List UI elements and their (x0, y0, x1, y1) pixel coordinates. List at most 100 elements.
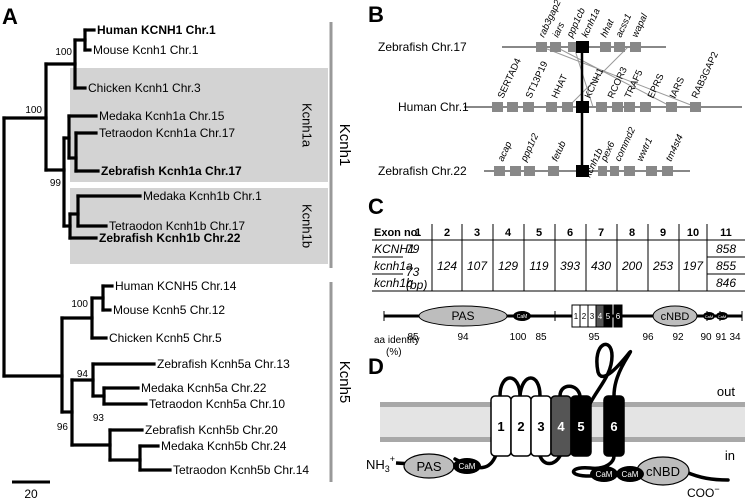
domain-bar: PAS CaM 1 2 3 4 5 6 cNBD CaM (383, 304, 743, 328)
n-terminus-text: NH (366, 457, 385, 472)
transmembrane-segments (490, 395, 625, 457)
cam-site (453, 458, 481, 474)
cnbd-domain-label: cNBD (661, 311, 690, 323)
tm-label: 3 (590, 312, 595, 321)
panel-b: B (368, 0, 742, 179)
gene-labels-zf17: rab3gap2 iars ppp1cb kcnh1a hhat acss1 w… (537, 0, 651, 40)
aa-identity-value: 96 (642, 332, 654, 343)
aa-identity-value: 34 (729, 332, 741, 343)
extracellular-label: out (717, 384, 735, 399)
exon-value: 430 (591, 259, 611, 273)
tm-labels-small: 1 2 3 4 5 6 (574, 312, 621, 321)
bootstrap-value: 99 (50, 178, 62, 189)
tm-segment-labels: 1 2 3 4 5 6 (497, 419, 617, 434)
exon-value: 200 (621, 259, 642, 273)
panel-label-a: A (2, 4, 18, 29)
cam-site-label: CaM (517, 314, 528, 320)
cam-site-label: CaM (622, 470, 639, 479)
cam-site-label: CaM (459, 462, 476, 471)
taxon-label: Medaka Kcnh1a Chr.15 (99, 109, 225, 123)
gene-label: EPRS (646, 72, 667, 100)
bootstrap-value: 96 (57, 422, 69, 433)
taxon-label: Chicken Kcnh1 Chr.3 (88, 81, 201, 95)
aa-identity: aa identity (%) 85 94 100 85 95 96 92 90… (374, 332, 741, 358)
c-terminus-label: COO− (687, 484, 720, 500)
taxon-label: Tetraodon Kcnh5a Chr.10 (149, 397, 285, 411)
group-label-kcnh5: Kcnh5 (336, 361, 353, 404)
exon-number: 9 (660, 227, 666, 239)
synteny-links (541, 46, 697, 108)
exon-number: 1 (415, 227, 421, 239)
gene-label: wwtr1 (635, 136, 655, 163)
exon-value: 858 (716, 242, 736, 256)
pas-domain-label: PAS (416, 459, 441, 474)
aa-identity-label: aa identity (374, 335, 420, 346)
gene-label: ppp1r2 (518, 131, 541, 164)
exon-row-label: kcnh1a (374, 259, 413, 273)
panel-a: A (2, 4, 353, 501)
bootstrap-value: 93 (93, 413, 105, 424)
taxon-label: Tetraodon Kcnh1a Chr.17 (99, 126, 235, 140)
bootstrap-value: 94 (77, 369, 89, 380)
exon-table-grid (372, 224, 745, 292)
exon-number: 4 (505, 227, 512, 239)
taxon-label: Mouse Kcnh5 Chr.12 (113, 303, 225, 317)
taxon-label: Human KCNH1 Chr.1 (97, 23, 216, 37)
cam-site-label: CaM (705, 314, 713, 319)
tm-segment-label: 4 (557, 419, 565, 434)
exon-value: 73 (406, 265, 420, 279)
aa-identity-value: 85 (535, 332, 547, 343)
group-label-kcnh1a: Kcnh1a (300, 103, 315, 148)
aa-identity-value: 91 (715, 332, 727, 343)
cam-site (590, 466, 618, 482)
gene-label: tm4st4 (664, 133, 686, 163)
tm-segment-label: 3 (537, 419, 544, 434)
exon-number: 6 (567, 227, 573, 239)
panel-label-d: D (368, 354, 384, 379)
cnbd-domain-label: cNBD (646, 464, 680, 479)
exon-value: 846 (716, 276, 736, 290)
bootstrap-value: 100 (25, 105, 42, 116)
taxon-label: Medaka Kcnh5a Chr.22 (141, 381, 267, 395)
gene-boxes-zf22 (494, 166, 673, 176)
kcnh1a-highlight (70, 68, 328, 182)
exon-table-header: Exon no. 1 2 3 4 5 6 7 8 9 10 11 (374, 227, 732, 239)
exon-value: 119 (529, 259, 548, 273)
gene-label: RAB3GAP2 (690, 50, 721, 100)
exon-number: 3 (474, 227, 480, 239)
exon-number: 7 (598, 227, 604, 239)
exon-number: 10 (687, 227, 699, 239)
taxon-label: Human KCNH5 Chr.14 (115, 279, 237, 293)
tm-label: 1 (574, 312, 579, 321)
tm-segment-label: 1 (497, 419, 504, 434)
exon-unit: (bp) (406, 278, 427, 292)
taxon-label: Zebrafish Kcnh5a Chr.13 (157, 357, 290, 371)
gene-boxes-human (492, 102, 701, 112)
pas-domain-label: PAS (451, 309, 474, 323)
exon-row-label: kcnh1b (374, 276, 413, 290)
cam-site (513, 311, 531, 321)
group-label-kcnh1: Kcnh1 (336, 124, 353, 167)
exon-row-label: KCNH1 (374, 242, 415, 256)
gene-label: ST13P19 (524, 60, 551, 101)
chromosome-label: Human Chr.1 (398, 100, 469, 114)
chromosome-label: Zebrafish Chr.17 (378, 40, 467, 54)
tm-label: 5 (606, 312, 611, 321)
n-terminus-label: NH3+ (366, 454, 395, 474)
gene-label: fetub (550, 139, 569, 163)
panel-d: D out in 1 2 3 4 5 6 NH3+ PAS CaM (366, 342, 745, 500)
cam-site-label: CaM (596, 470, 613, 479)
exon-number: 8 (629, 227, 635, 239)
group-labels: Kcnh1a Kcnh1b Kcnh1 Kcnh5 (300, 103, 353, 403)
taxon-label: Medaka Kcnh1b Chr.1 (143, 189, 262, 203)
tm-segment-label: 6 (610, 419, 617, 434)
bootstrap-value: 100 (55, 47, 72, 58)
exon-value: 253 (652, 259, 673, 273)
tm-segment-6 (603, 395, 625, 457)
bootstrap-values: 100 100 99 100 94 96 93 (25, 47, 104, 433)
aa-identity-value: 85 (407, 332, 419, 343)
kcnh1b-highlight (70, 188, 328, 264)
intracellular-label: in (725, 448, 735, 463)
aa-identity-value: 100 (510, 332, 527, 343)
